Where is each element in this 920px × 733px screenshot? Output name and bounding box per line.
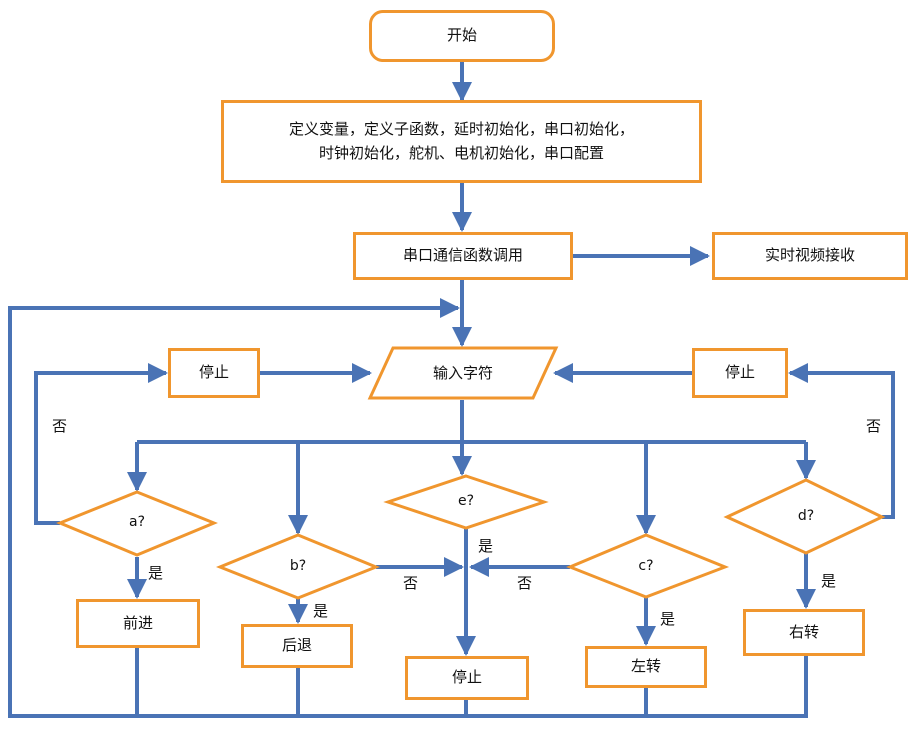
label-yes-d: 是: [821, 572, 837, 590]
decision-d-text: d?: [797, 508, 815, 524]
stop-right-node: 停止: [692, 348, 788, 398]
label-yes-e: 是: [478, 537, 494, 555]
arrow-a-no-to-stop: [34, 363, 168, 525]
label-no-right: 否: [866, 417, 882, 435]
turn-left-node: 左转: [585, 646, 707, 688]
decision-c-text: c?: [638, 558, 654, 574]
label-yes-b: 是: [313, 602, 329, 620]
forward-node: 前进: [76, 599, 200, 648]
label-yes-a: 是: [148, 564, 164, 582]
serial-call-node: 串口通信函数调用: [353, 232, 573, 280]
label-no-b: 否: [403, 574, 419, 592]
decision-d-shape: [723, 478, 886, 555]
start-node: 开始: [369, 10, 555, 62]
decision-e-text: e?: [457, 493, 475, 509]
decision-e-shape: [383, 474, 549, 530]
input-char-text: 输入字符: [432, 364, 493, 382]
decision-c-shape: [566, 533, 730, 599]
loop-back-line: [8, 298, 460, 718]
init-text: 定义变量，定义子函数，延时初始化，串口初始化， 时钟初始化，舵机、电机初始化，串…: [288, 120, 634, 162]
arrow-d-no-to-stop: [788, 363, 895, 519]
stop-left-node: 停止: [168, 348, 260, 398]
label-no-left: 否: [52, 417, 68, 435]
video-recv-node: 实时视频接收: [712, 232, 908, 280]
input-char-shape: [367, 346, 559, 400]
label-yes-c: 是: [660, 610, 676, 628]
decision-b-shape: [215, 533, 381, 600]
init-node: 定义变量，定义子函数，延时初始化，串口初始化， 时钟初始化，舵机、电机初始化，串…: [221, 100, 702, 183]
turn-right-node: 右转: [743, 609, 865, 656]
backward-node: 后退: [241, 624, 353, 668]
stop-center-node: 停止: [405, 656, 529, 700]
decision-b-text: b?: [289, 558, 307, 574]
decision-a-shape: [56, 490, 218, 557]
decision-a-text: a?: [128, 514, 145, 530]
label-no-c: 否: [517, 574, 533, 592]
